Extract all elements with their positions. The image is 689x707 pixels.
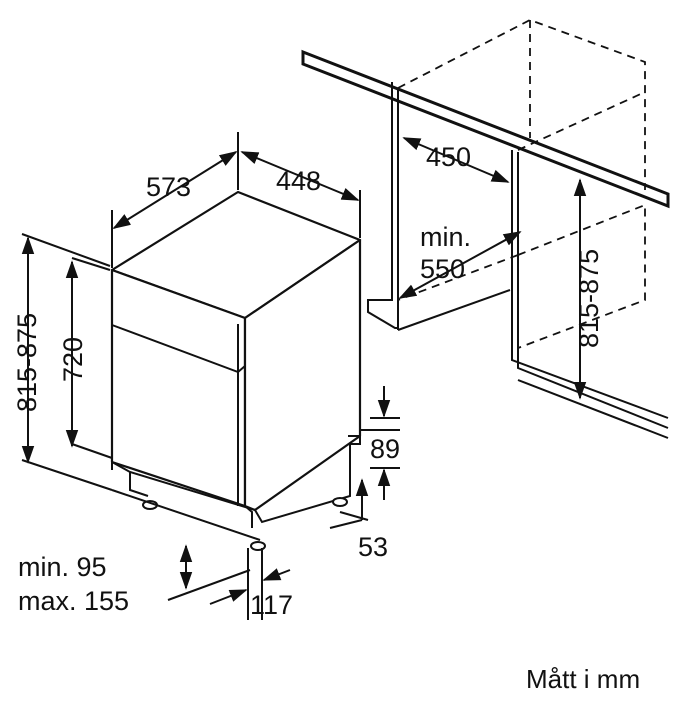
label-height-range-left: 815-875 [12,313,42,412]
label-plinth-height: 89 [370,434,400,464]
dishwasher-details [111,324,361,528]
label-niche-depth-value: 550 [420,254,465,284]
label-niche-height-range: 815-875 [574,249,604,348]
label-niche-depth-prefix: min. [420,222,471,252]
label-height-body: 720 [58,337,88,382]
label-depth: 573 [146,172,191,202]
dishwasher-body [110,190,362,512]
niche-outline [301,49,670,439]
foot-rear-right [332,497,348,507]
label-foot-min: min. 95 [18,552,107,582]
label-niche-width: 450 [426,142,471,172]
dishwasher-dimension-lines [21,132,400,620]
countertop [301,49,670,209]
label-plinth-offset: 53 [358,532,388,562]
label-foot-max: max. 155 [18,586,129,616]
niche-dimension-lines [398,137,587,400]
unit-note: Mått i mm [526,664,640,694]
label-foot-offset: 117 [250,590,293,620]
label-width: 448 [276,166,321,196]
dishwasher-side [243,238,362,512]
